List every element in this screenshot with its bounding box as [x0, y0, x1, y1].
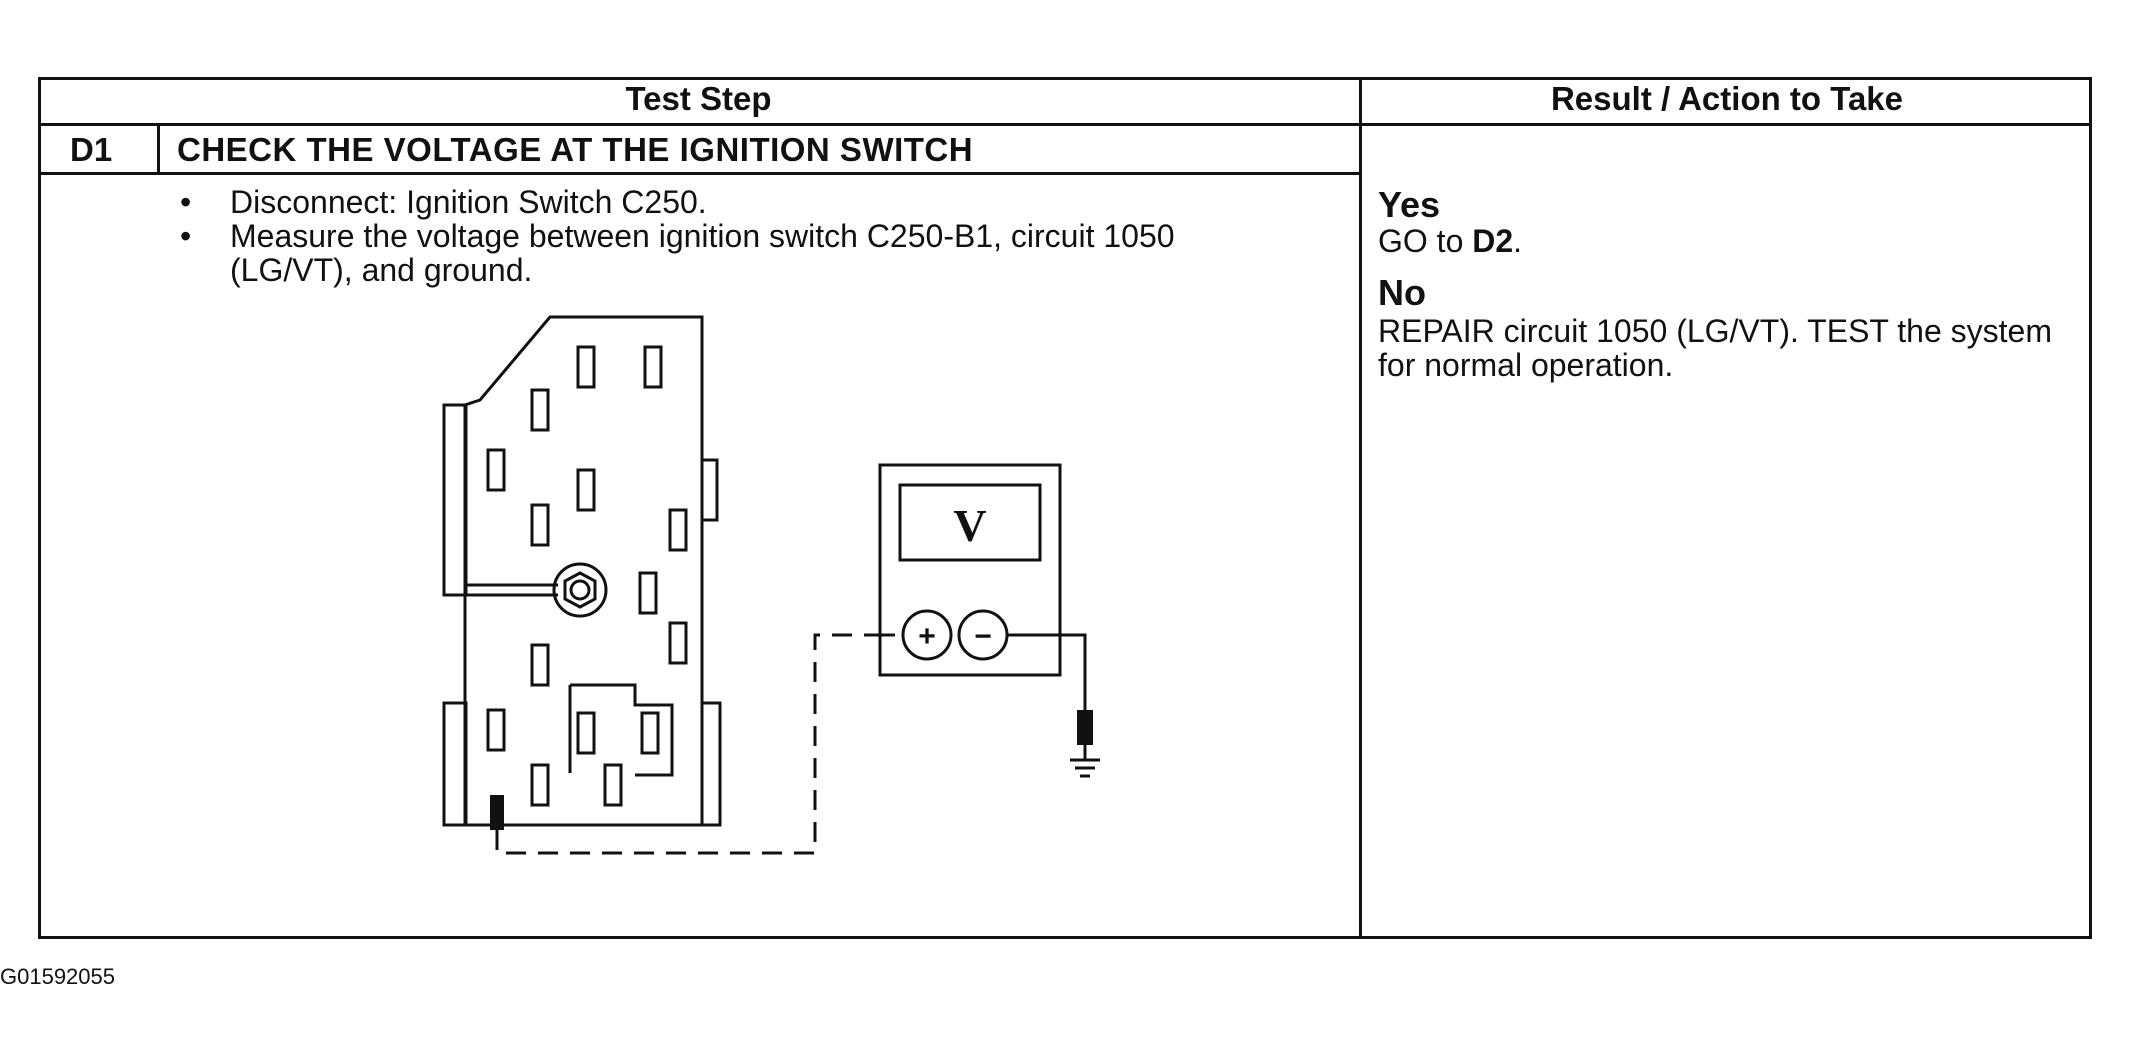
bullet-marker: •	[180, 184, 192, 220]
terminal-cavity	[668, 508, 688, 552]
terminal-cavity	[530, 503, 550, 547]
result-yes-label: Yes	[1378, 184, 1441, 225]
result-no-label: No	[1378, 272, 1426, 313]
test-step-table	[38, 77, 2092, 939]
test-lead	[495, 633, 880, 855]
connector-clip	[442, 403, 468, 597]
meter-display-text: V	[953, 500, 986, 551]
terminal-cavity	[603, 763, 623, 807]
test-probe	[490, 795, 504, 830]
result-no-action: REPAIR circuit 1050 (LG/VT). TEST the sy…	[1378, 313, 2052, 383]
bullet-marker: •	[180, 218, 192, 254]
terminal-cavity	[643, 345, 663, 389]
terminal-cavity	[486, 448, 506, 492]
terminal-cavity	[530, 643, 550, 687]
result-yes-action: GO to D2.	[1378, 224, 1522, 258]
terminal-cavity	[640, 711, 660, 755]
positive-terminal-label: +	[918, 620, 936, 653]
ground-probe	[1077, 710, 1093, 745]
negative-terminal-label: −	[974, 620, 992, 653]
terminal-cavity	[638, 571, 658, 615]
terminal-cavity	[576, 711, 596, 755]
ground-icon	[1070, 758, 1100, 778]
terminal-cavity	[530, 763, 550, 807]
step-id: D1	[70, 131, 113, 168]
step-title: CHECK THE VOLTAGE AT THE IGNITION SWITCH	[177, 131, 974, 168]
terminal-cavity	[668, 621, 688, 665]
header-divider	[38, 123, 2092, 126]
instruction-list: • Disconnect: Ignition Switch C250. • Me…	[180, 185, 1270, 287]
instruction-text: Disconnect: Ignition Switch C250.	[230, 184, 707, 220]
instruction-text: Measure the voltage between ignition swi…	[230, 218, 1175, 288]
instruction-item: • Measure the voltage between ignition s…	[180, 219, 1270, 287]
connector-clip	[700, 701, 722, 827]
multimeter-body	[878, 463, 1062, 677]
column-divider	[1359, 77, 1362, 939]
terminal-cavity	[576, 468, 596, 512]
step-title-divider	[38, 172, 1362, 175]
positive-terminal-icon	[901, 609, 953, 661]
ground-lead	[1007, 633, 1087, 715]
connector-clip	[442, 701, 468, 827]
terminal-cavity	[576, 345, 596, 389]
terminal-cavity	[486, 708, 506, 752]
result-yes-step-ref: D2	[1472, 223, 1514, 259]
ignition-switch-voltage-diagram: V + −	[442, 315, 1100, 855]
figure-id: G01592055	[0, 964, 115, 989]
bolt-hex	[563, 571, 597, 609]
header-test-step: Test Step	[625, 80, 772, 117]
header-result-action: Result / Action to Take	[1550, 80, 1904, 117]
mounting-bolt	[552, 562, 608, 618]
result-yes-action-prefix: GO to	[1378, 223, 1473, 259]
step-id-divider	[157, 123, 160, 175]
instruction-item: • Disconnect: Ignition Switch C250.	[180, 185, 1270, 219]
terminal-cavity	[530, 388, 550, 432]
result-yes-action-suffix: .	[1513, 223, 1523, 259]
multimeter-display	[898, 483, 1042, 562]
connector-clip	[700, 458, 719, 522]
